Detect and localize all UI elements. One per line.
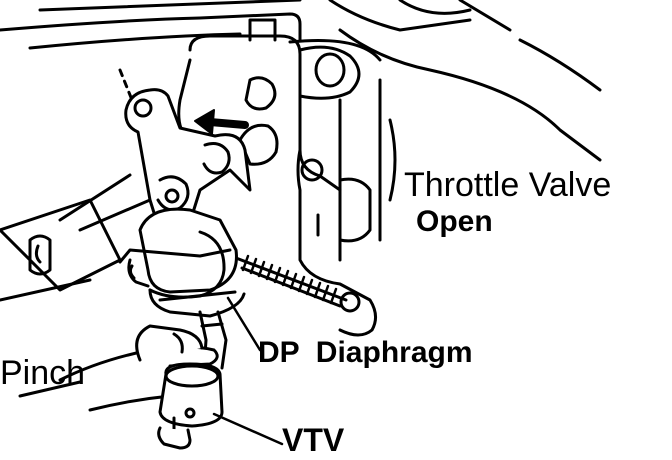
pinch-label: Pinch [0, 354, 86, 392]
vtv-label: VTV [282, 422, 345, 458]
return-spring [234, 254, 348, 308]
throttle-valve-label: Throttle Valve [404, 166, 612, 204]
open-label: Open [416, 205, 493, 238]
pinching-hand [18, 324, 219, 412]
dp-diaphragm-leader [226, 296, 262, 352]
throttle-lever [124, 88, 252, 234]
upper-pipes [0, 0, 602, 162]
dp-diaphragm [118, 207, 246, 318]
throttle-bracket [296, 148, 377, 337]
vtv-leader [212, 412, 284, 446]
carburetor-body [0, 18, 397, 302]
vtv-valve [157, 362, 224, 450]
dp-diaphragm-label: DP Diaphragm [258, 336, 473, 369]
open-direction-arrow [194, 109, 249, 135]
